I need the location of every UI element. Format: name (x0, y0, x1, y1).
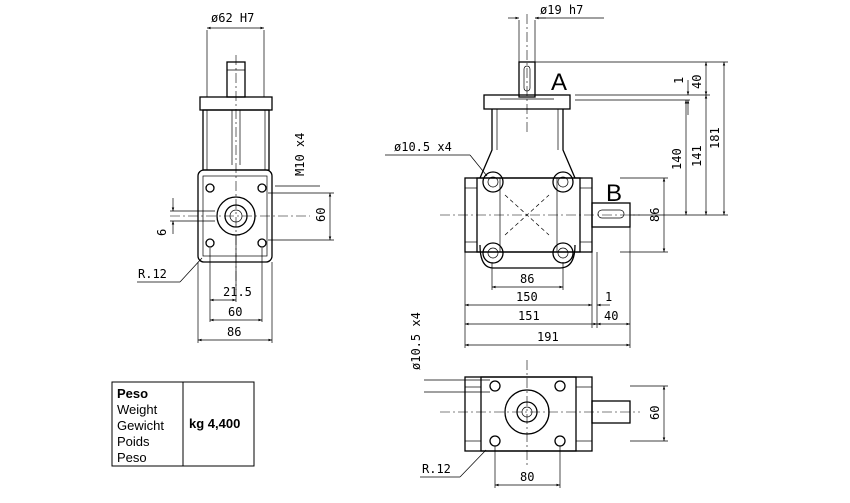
side-view: ø62 H7 M10 x4 60 6 R.12 21.5 60 86 (137, 11, 334, 343)
side-dim-21-5: 21.5 (223, 285, 252, 299)
bottom-dim-80: 80 (520, 470, 534, 484)
side-thread-label: M10 x4 (293, 133, 307, 176)
weight-label-gewicht: Gewicht (117, 418, 164, 433)
label-b: B (606, 180, 622, 207)
front-shaft-diameter: ø19 h7 (540, 3, 583, 17)
front-dim-1-right: 1 (605, 290, 612, 304)
weight-label-poids: Poids (117, 434, 150, 449)
side-dim-60-vertical: 60 (314, 208, 328, 222)
front-dim-86-right: 86 (648, 208, 662, 222)
front-dim-1-top: 1 (672, 77, 686, 84)
front-hole-label: ø10.5 x4 (394, 140, 452, 154)
front-dim-140: 140 (670, 148, 684, 170)
side-dim-6: 6 (155, 229, 169, 236)
front-view: A B ø19 h7 ø10.5 x4 1 40 140 141 (385, 3, 728, 348)
bottom-view: ø10.5 x4 60 R.12 80 (409, 312, 668, 488)
front-dim-141: 141 (690, 145, 704, 167)
weight-label-peso-2: Peso (117, 450, 147, 465)
bottom-radius-label: R.12 (422, 462, 451, 476)
side-shaft-diameter: ø62 H7 (211, 11, 254, 25)
label-a: A (551, 69, 567, 96)
weight-table: Peso Weight Gewicht Poids Peso kg 4,400 (111, 381, 255, 467)
bottom-dim-60: 60 (648, 406, 662, 420)
weight-label-peso: Peso (117, 386, 148, 401)
weight-value: kg 4,400 (189, 416, 240, 431)
front-dim-40-right: 40 (604, 309, 618, 323)
side-radius-label: R.12 (138, 267, 167, 281)
front-dim-191: 191 (537, 330, 559, 344)
front-dim-40-top: 40 (690, 75, 704, 89)
front-dim-86-mid: 86 (520, 272, 534, 286)
side-dim-86: 86 (227, 325, 241, 339)
front-dim-150: 150 (516, 290, 538, 304)
weight-label-weight: Weight (117, 402, 158, 417)
front-dim-181: 181 (708, 127, 722, 149)
front-dim-151: 151 (518, 309, 540, 323)
bottom-hole-label: ø10.5 x4 (409, 312, 423, 370)
side-dim-60: 60 (228, 305, 242, 319)
